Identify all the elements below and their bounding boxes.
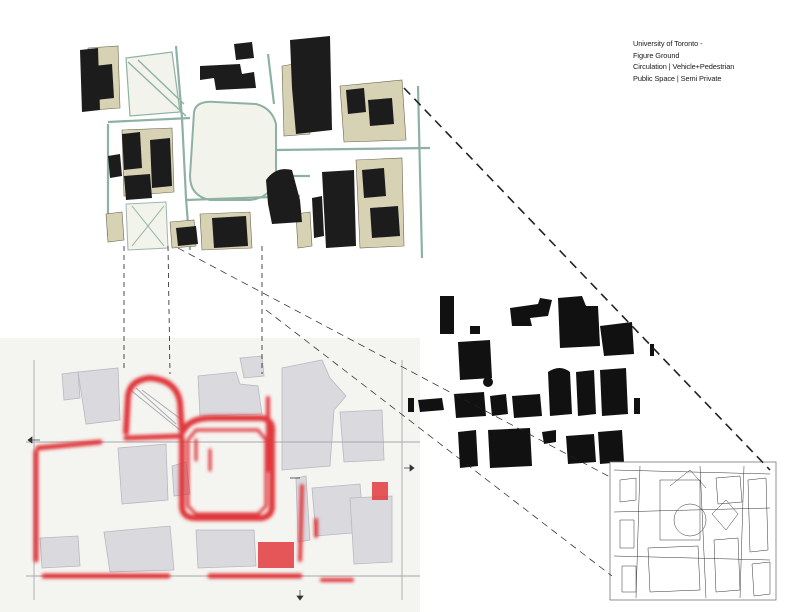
projection-line-diagonal-a bbox=[177, 247, 613, 479]
long-diagonal-dash bbox=[403, 87, 771, 471]
grey-buildings bbox=[39, 355, 393, 573]
circulation-map-panel bbox=[0, 338, 420, 612]
solid-figure-ground bbox=[408, 296, 654, 468]
projection-lines bbox=[123, 87, 771, 577]
dark-buildings bbox=[80, 36, 400, 248]
legend-line-circulation: Circulation | Vehicle+Pedestrian bbox=[633, 62, 735, 72]
kings-college-circle bbox=[125, 51, 181, 117]
projection-line-diagonal-b bbox=[265, 309, 613, 577]
entry-arrows bbox=[27, 436, 415, 601]
front-campus-green bbox=[188, 100, 277, 201]
legend: University of Toronto - Figure Ground Ci… bbox=[633, 38, 783, 84]
red-courtyard-block bbox=[372, 482, 388, 500]
legend-line-figure-ground: Figure Ground bbox=[633, 50, 680, 60]
aerial-figure-ground bbox=[80, 36, 431, 259]
legend-line-public-space: Public Space | Semi Private bbox=[633, 73, 722, 83]
vehicle-pedestrian-circulation bbox=[33, 375, 354, 582]
context-line-map bbox=[609, 461, 777, 601]
legend-line-title: University of Toronto - bbox=[633, 39, 703, 48]
red-plaza-block bbox=[258, 542, 294, 568]
projection-line-central bbox=[167, 245, 171, 375]
